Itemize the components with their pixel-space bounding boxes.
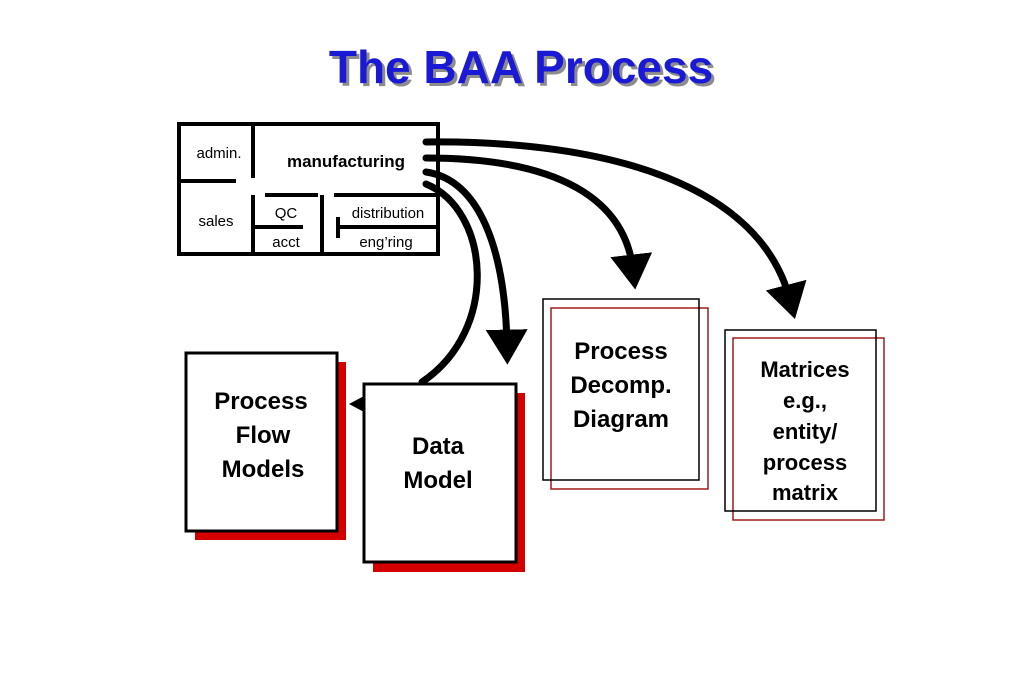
matrices-line5: matrix bbox=[772, 480, 839, 505]
floor-plan: admin. manufacturing sales QC acct distr… bbox=[177, 122, 440, 256]
data-model-box: Data Model bbox=[362, 382, 525, 572]
matrices-outline-shadow bbox=[732, 337, 885, 521]
arrow-to-process-decomp bbox=[422, 154, 653, 290]
matrices-line3: entity/ bbox=[773, 419, 838, 444]
data-model-line1: Data bbox=[412, 433, 465, 460]
process-flow-outline bbox=[184, 351, 339, 533]
process-decomp-line2: Decomp. bbox=[570, 372, 671, 399]
matrices-line2: e.g., bbox=[783, 388, 827, 413]
process-flow-line3: Models bbox=[222, 456, 305, 483]
matrices-line1: Matrices bbox=[760, 357, 849, 382]
page-title: The BAA Process bbox=[329, 41, 713, 93]
process-decomp-box: Process Decomp. Diagram bbox=[542, 298, 709, 490]
data-model-line2: Model bbox=[403, 467, 472, 494]
process-decomp-line1: Process bbox=[574, 338, 667, 365]
matrices-outline bbox=[724, 329, 877, 512]
room-acct-label: acct bbox=[272, 234, 300, 251]
process-flow-line2: Flow bbox=[236, 422, 291, 449]
arrow-to-matrices bbox=[422, 138, 807, 319]
arrowhead-process-flow bbox=[349, 396, 364, 412]
process-flow-box: Process Flow Models bbox=[184, 351, 346, 540]
process-flow-line1: Process bbox=[214, 388, 307, 415]
title-group: The BAA Process The BAA Process bbox=[329, 41, 716, 96]
matrices-box: Matrices e.g., entity/ process matrix bbox=[724, 329, 885, 521]
room-qc-label: QC bbox=[275, 205, 298, 222]
room-admin-label: admin. bbox=[196, 145, 241, 162]
matrices-line4: process bbox=[763, 450, 847, 475]
process-decomp-line3: Diagram bbox=[573, 406, 669, 433]
process-decomp-outline-shadow bbox=[550, 307, 709, 490]
room-manufacturing-label: manufacturing bbox=[287, 152, 405, 171]
arrow-to-process-flow bbox=[418, 180, 481, 386]
process-decomp-outline bbox=[542, 298, 700, 481]
arrow-to-data-model bbox=[422, 168, 528, 365]
data-model-outline bbox=[362, 382, 518, 564]
room-distribution-label: distribution bbox=[352, 205, 425, 222]
room-sales-label: sales bbox=[198, 213, 233, 230]
room-engring-label: eng’ring bbox=[359, 234, 412, 251]
connector-arrows bbox=[418, 138, 807, 386]
floor-plan-outline bbox=[177, 122, 440, 256]
page-title-shadow: The BAA Process bbox=[332, 44, 716, 96]
